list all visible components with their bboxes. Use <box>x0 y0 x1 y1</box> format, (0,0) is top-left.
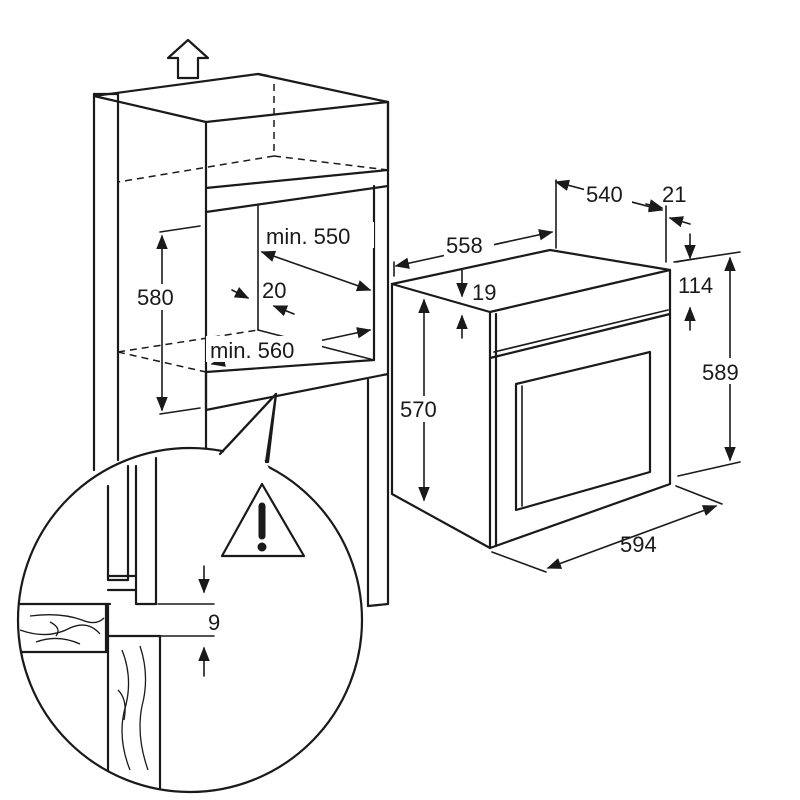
panel-offset-label: 114 <box>678 273 713 298</box>
dimension-front-thickness: 21 <box>645 182 691 263</box>
oven <box>390 248 672 550</box>
body-height-label: 570 <box>400 397 437 422</box>
front-thickness-label: 21 <box>662 182 686 207</box>
detail-callout: 9 <box>16 392 364 794</box>
dimension-body-depth: 540 <box>554 179 664 249</box>
total-depth-label: 558 <box>446 233 483 258</box>
gap-label: 20 <box>262 278 286 303</box>
clearance-label: 9 <box>208 610 220 635</box>
dimension-body-height: 570 <box>398 298 450 502</box>
dimension-width: 594 <box>491 485 723 573</box>
body-depth-label: 540 <box>586 182 623 207</box>
min-width-label: min. 550 <box>266 224 350 249</box>
ventilation-up-arrow-icon <box>166 38 210 80</box>
top-offset-label: 19 <box>472 280 496 305</box>
dimension-total-depth: 558 <box>393 229 554 277</box>
niche-height-label: 580 <box>137 285 174 310</box>
min-depth-label: min. 560 <box>210 338 294 363</box>
front-height-label: 589 <box>702 360 739 385</box>
warning-triangle-icon <box>220 482 306 558</box>
dimension-panel-offset: 114 <box>675 233 713 331</box>
width-label: 594 <box>620 532 657 557</box>
dimension-front-height: 589 <box>673 251 752 477</box>
dimension-min-depth: min. 560 <box>206 327 372 367</box>
dimension-min-width: min. 550 <box>260 222 374 292</box>
dimension-niche-height: 580 <box>134 225 201 415</box>
dimension-gap: 20 <box>231 278 295 317</box>
dimension-top-offset: 19 <box>456 269 496 339</box>
